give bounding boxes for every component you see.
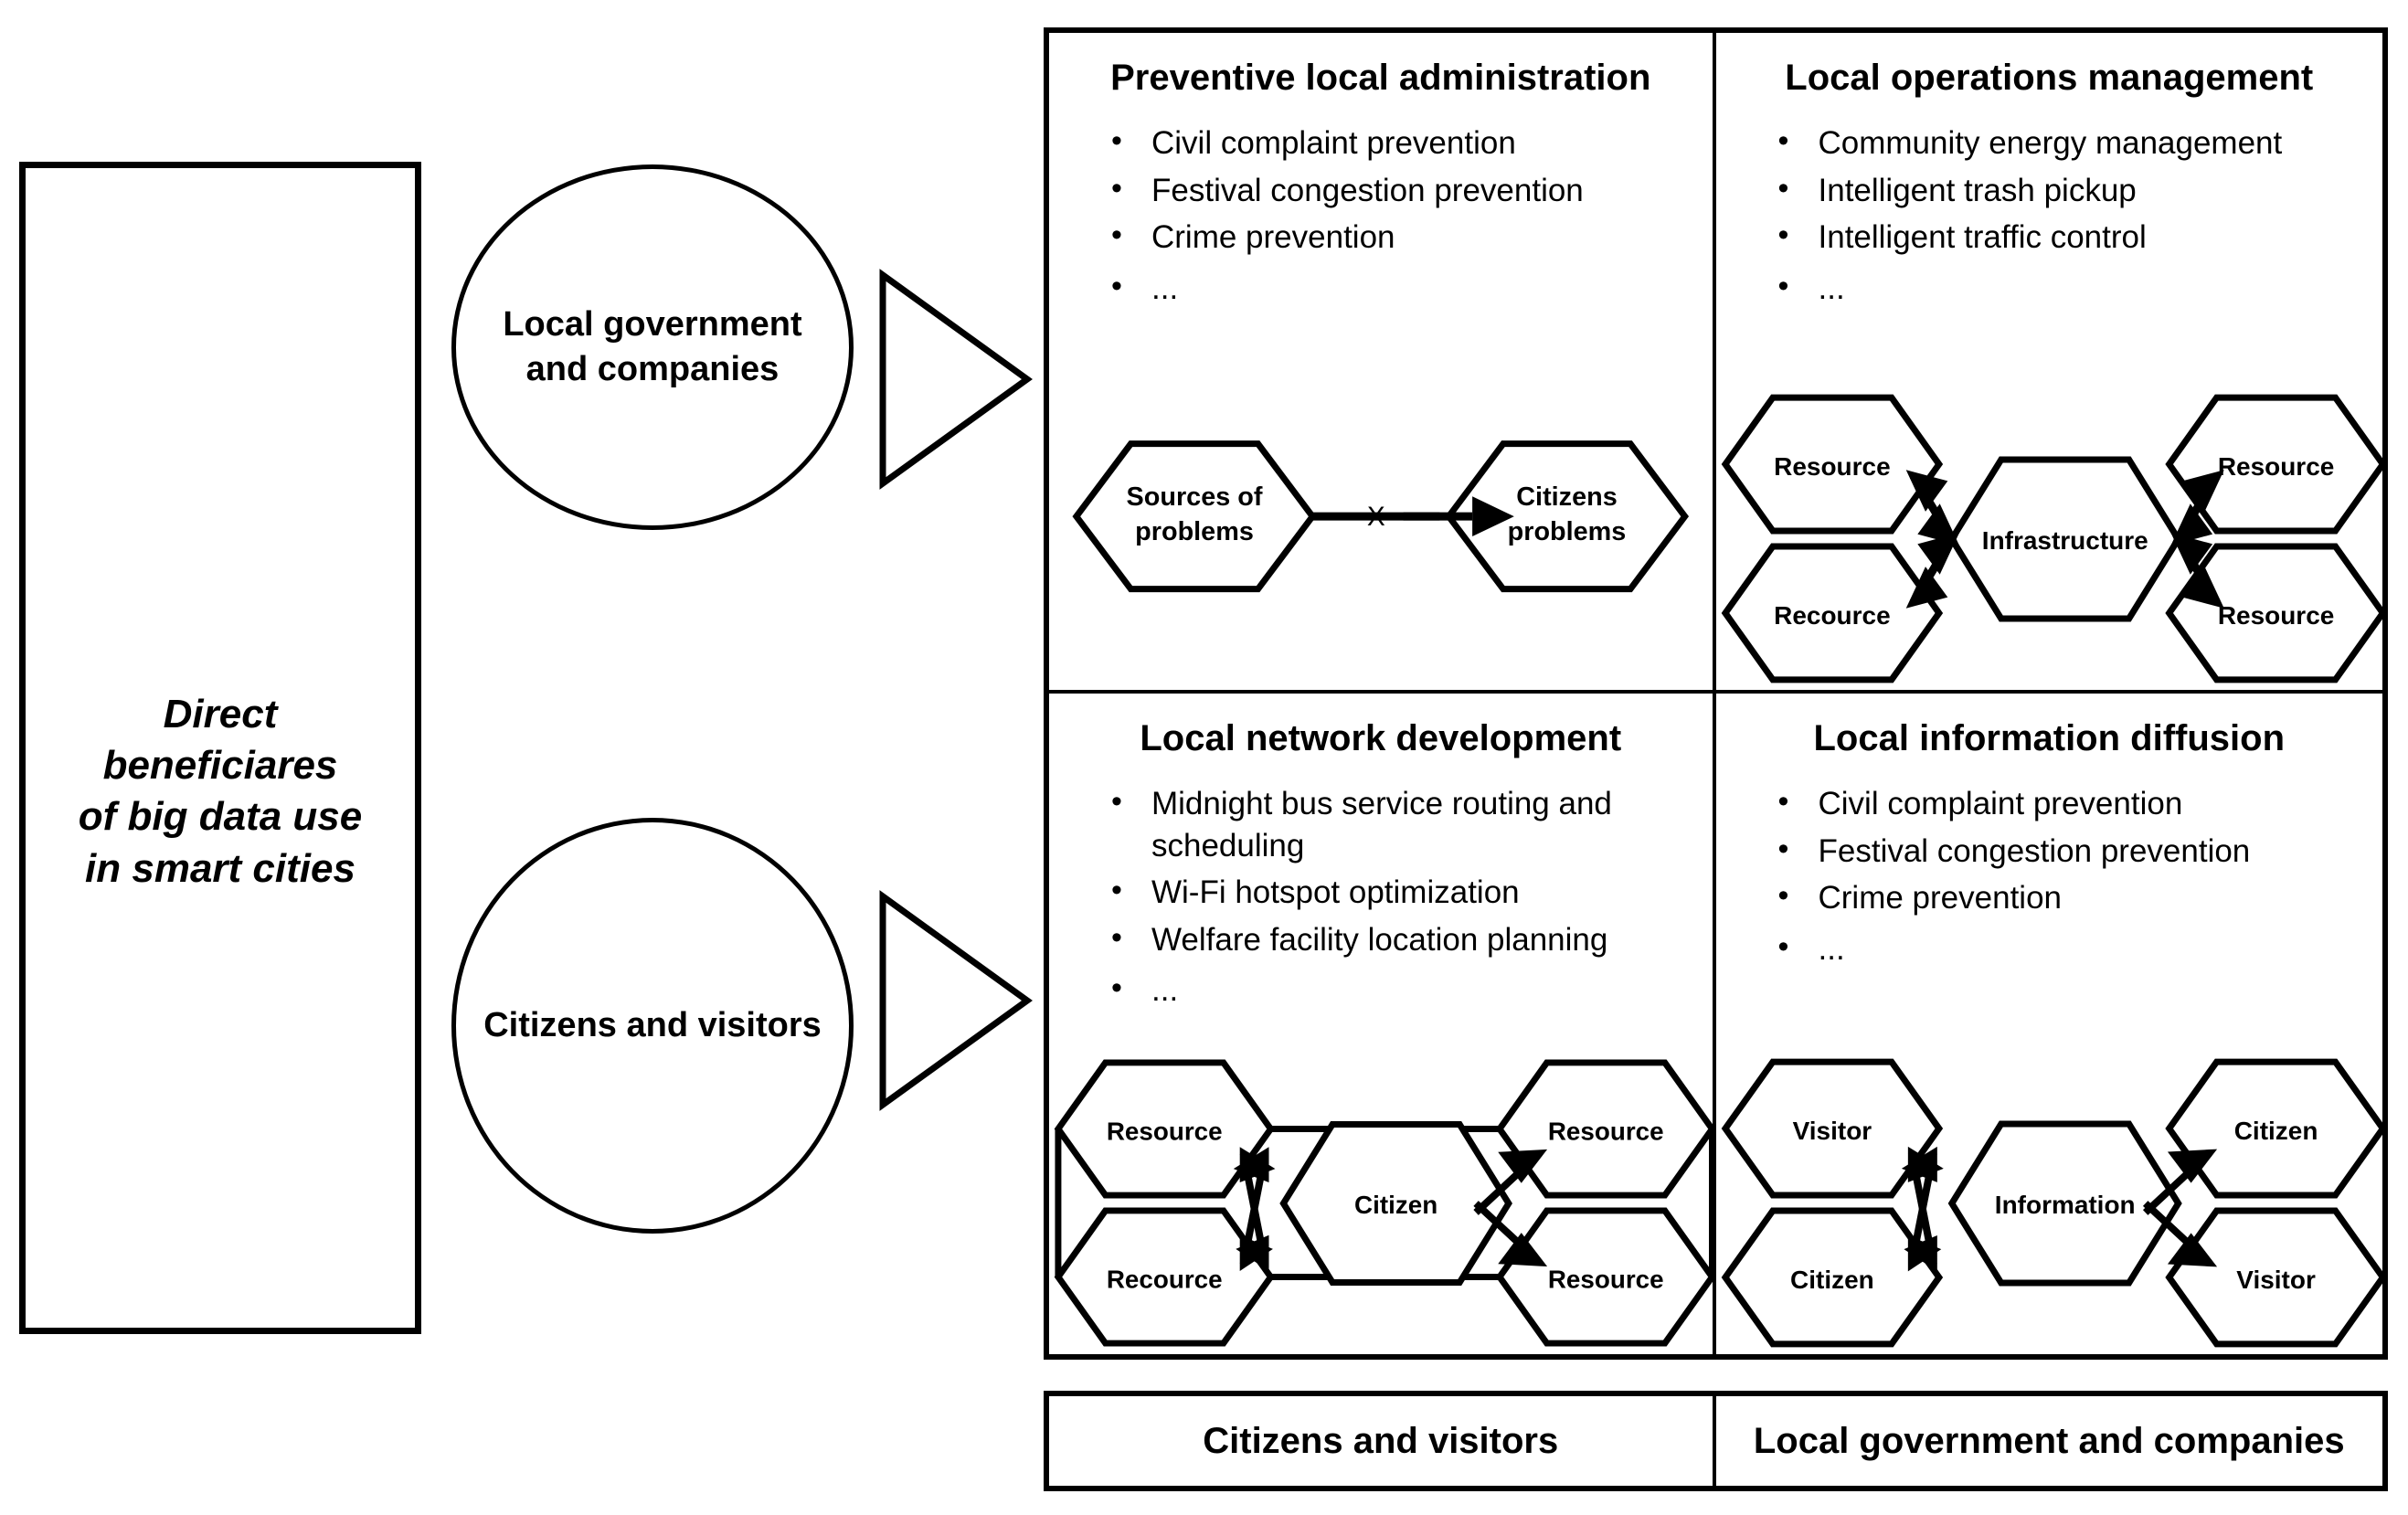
quadrant-item-list: Community energy management Intelligent … [1736, 121, 2363, 310]
hexagon-label: problems [1508, 517, 1627, 546]
actor-circle-label: Citizens and visitors [483, 1005, 822, 1044]
direct-beneficiaries-label: Direct beneficiares of big data use in s… [78, 691, 363, 891]
hexagon-resource-bottom-right [1495, 1207, 1713, 1347]
arrow-right-icon [879, 890, 1033, 1111]
actor-circle-local-government-and-companies: Local government and companies [451, 164, 854, 530]
list-item: Midnight bus service routing and schedul… [1111, 781, 1692, 866]
hexagon-visitor-bottom-right [2164, 1207, 2382, 1348]
hexagon-label: Infrastructure [1981, 526, 2148, 555]
quadrant-item-list: Civil complaint prevention Festival cong… [1736, 781, 2363, 970]
quadrant-item-list: Midnight bus service routing and schedul… [1069, 781, 1692, 1012]
hexagon-resource-top-left [1054, 1059, 1275, 1199]
list-item: Wi-Fi hotspot optimization [1111, 870, 1692, 914]
hexagon-label: Resource [1107, 1117, 1223, 1145]
hexagon-recource-bottom-left [1721, 543, 1943, 683]
actor-circle-label: Local government and companies [503, 304, 802, 388]
list-item: ... [1111, 968, 1692, 1012]
diagram-information-diffusion: Visitor Citizen Information Citizen Visi… [1721, 1058, 2382, 1348]
diagram-infrastructure-hub: Resource Recource Infrastructure Resourc… [1721, 394, 2382, 683]
hexagon-recource-bottom-left [1054, 1207, 1275, 1347]
hexagon-resource-top-left [1721, 394, 1943, 535]
list-item: ... [1778, 266, 2363, 310]
list-item: Festival congestion prevention [1111, 168, 1692, 212]
hexagon-citizen-top-right [2164, 1058, 2382, 1199]
footer-cell-citizens-and-visitors: Citizens and visitors [1049, 1396, 1716, 1486]
edge-marker-x: X [1367, 502, 1385, 532]
hexagon-center-information [1947, 1120, 2182, 1287]
hexagon-resource-top-right [2164, 394, 2382, 535]
list-item: Festival congestion prevention [1778, 829, 2363, 873]
quadrant-title: Local operations management [1785, 58, 2314, 98]
hexagon-label: Resource [1774, 452, 1890, 481]
list-item: ... [1778, 927, 2363, 970]
diagram-blocked-problem-flow: Sources of problems X Citizens problems [1072, 440, 1690, 593]
hexagon-label: Citizen [1790, 1266, 1874, 1294]
hexagon-label: Citizen [2233, 1117, 2318, 1145]
arrow-right-icon [879, 269, 1033, 490]
hexagon-citizens-problems [1444, 440, 1690, 593]
benefit-category-grid: Preventive local administration Civil co… [1044, 27, 2388, 1360]
hexagon-label: Sources of [1127, 482, 1263, 512]
hexagon-label: Visitor [1792, 1117, 1872, 1145]
hexagon-label: Recource [1107, 1265, 1223, 1293]
diagram-citizen-network: Resource Recource Citizen Resource Resou… [1054, 1059, 1713, 1347]
double-arrow-icon [1905, 470, 2224, 609]
quadrant-item-list: Civil complaint prevention Festival cong… [1069, 121, 1692, 310]
beneficiary-footer-bar: Citizens and visitors Local government a… [1044, 1391, 2388, 1491]
hexagon-label: Visitor [2236, 1266, 2316, 1294]
actor-circle-citizens-and-visitors: Citizens and visitors [451, 818, 854, 1234]
hexagon-resource-top-right [1495, 1059, 1713, 1199]
hexagon-center-citizen [1279, 1121, 1512, 1286]
list-item: Civil complaint prevention [1111, 121, 1692, 164]
list-item: Community energy management [1778, 121, 2363, 164]
footer-label: Citizens and visitors [1203, 1420, 1559, 1461]
hexagon-label: Information [1994, 1191, 2135, 1219]
double-arrow-icon [1233, 1147, 1548, 1272]
hexagon-sources-of-problems [1072, 440, 1317, 593]
list-item: Welfare facility location planning [1111, 917, 1692, 961]
direct-beneficiaries-box: Direct beneficiares of big data use in s… [19, 162, 421, 1334]
hexagon-label: Resource [2217, 452, 2333, 481]
quadrant-title: Preventive local administration [1110, 58, 1651, 98]
hexagon-label: Resource [1548, 1265, 1664, 1293]
hexagon-label: Citizen [1354, 1191, 1437, 1219]
quadrant-preventive-local-administration: Preventive local administration Civil co… [1049, 33, 1716, 694]
list-item: Intelligent trash pickup [1778, 168, 2363, 212]
quadrant-local-information-diffusion: Local information diffusion Civil compla… [1716, 694, 2382, 1354]
quadrant-local-network-development: Local network development Midnight bus s… [1049, 694, 1716, 1354]
hexagon-label: Citizens [1516, 482, 1617, 512]
hexagon-resource-bottom-right [2164, 543, 2382, 683]
list-item: Intelligent traffic control [1778, 215, 2363, 259]
hexagon-visitor-top-left [1721, 1058, 1943, 1199]
arrowhead-icon [1472, 496, 1514, 537]
list-item: Crime prevention [1778, 875, 2363, 919]
double-arrow-icon [1901, 1146, 2217, 1272]
hexagon-label: Recource [1774, 601, 1890, 630]
hexagon-citizen-bottom-left [1721, 1207, 1943, 1348]
quadrant-title: Local information diffusion [1813, 718, 2286, 758]
list-item: Crime prevention [1111, 215, 1692, 259]
quadrant-local-operations-management: Local operations management Community en… [1715, 33, 2382, 694]
hexagon-label: Resource [1548, 1117, 1664, 1145]
list-item: Civil complaint prevention [1778, 781, 2363, 825]
footer-cell-local-government-and-companies: Local government and companies [1716, 1396, 2383, 1486]
list-item: ... [1111, 266, 1692, 310]
hexagon-label: problems [1135, 517, 1254, 546]
footer-label: Local government and companies [1753, 1420, 2345, 1461]
hexagon-label: Resource [2217, 601, 2333, 630]
quadrant-title: Local network development [1140, 718, 1622, 758]
